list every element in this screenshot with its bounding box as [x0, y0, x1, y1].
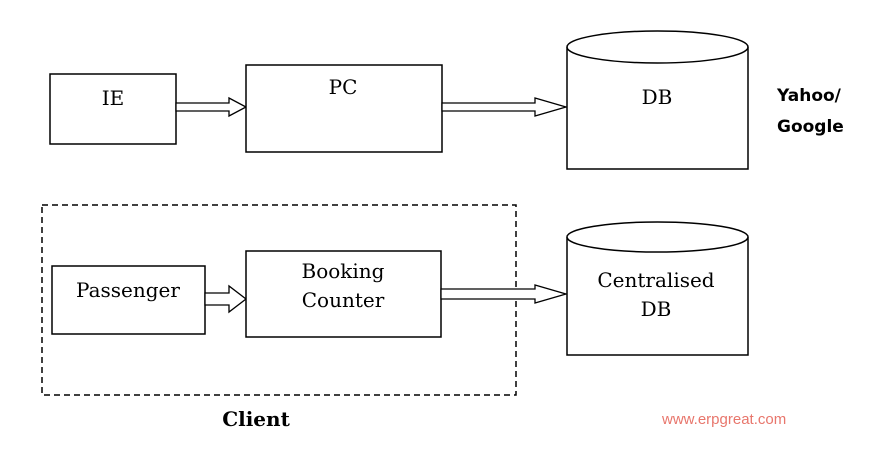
yahoo-google-label-line2: Google — [777, 117, 844, 137]
booking-counter-node: Booking Counter — [245, 250, 442, 338]
pc-node: PC — [245, 64, 443, 153]
arrow-booking-to-centralised-db — [440, 284, 569, 304]
db-label: DB — [642, 85, 673, 109]
yahoo-google-label-line1: Yahoo/ — [776, 86, 842, 106]
pc-label: PC — [329, 75, 358, 99]
ie-node: IE — [49, 73, 177, 145]
booking-counter-label-line1: Booking — [302, 259, 385, 283]
client-label: Client — [222, 407, 290, 431]
passenger-label: Passenger — [76, 278, 180, 302]
ie-label: IE — [102, 86, 125, 110]
arrow-pc-to-db — [441, 97, 569, 117]
arrow-ie-to-pc — [175, 96, 248, 118]
centralised-db-label-line1: Centralised — [597, 268, 714, 292]
client-boundary — [41, 204, 517, 396]
arrow-passenger-to-booking — [204, 284, 248, 314]
booking-counter-label-line2: Counter — [302, 288, 385, 312]
db-cylinder: DB — [566, 30, 749, 170]
centralised-db-label-line2: DB — [641, 297, 672, 321]
centralised-db-cylinder: Centralised DB — [566, 221, 749, 356]
passenger-node: Passenger — [51, 265, 206, 335]
watermark-text: www.erpgreat.com — [661, 411, 786, 428]
